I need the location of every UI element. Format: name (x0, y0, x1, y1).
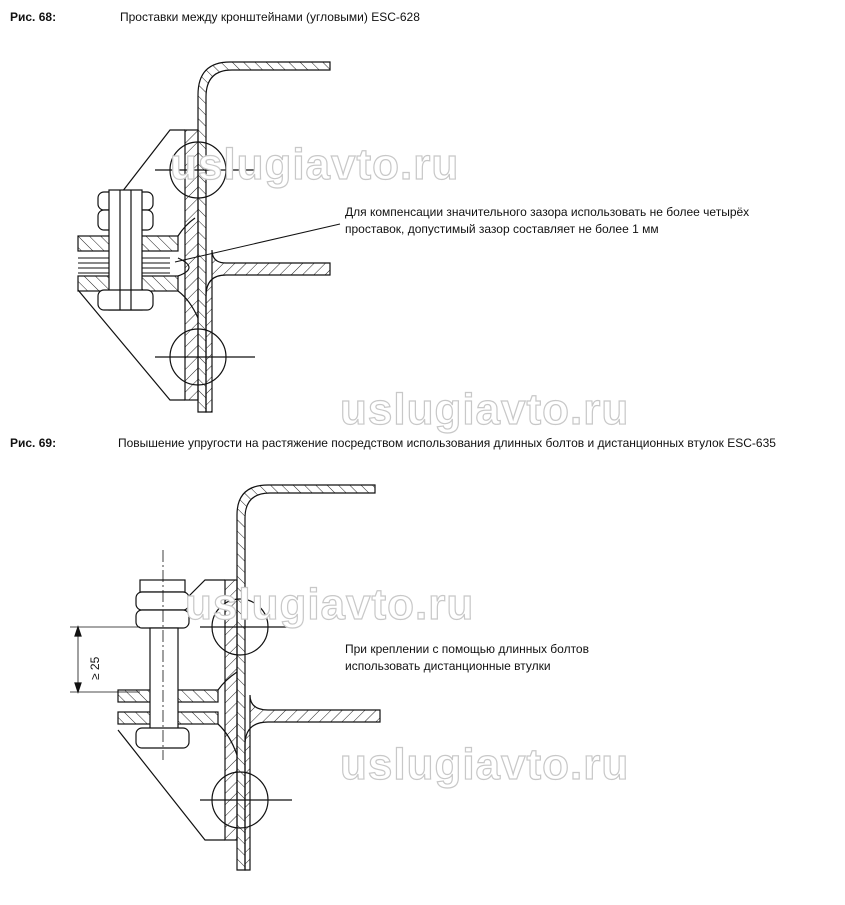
dimension-label: ≥ 25 (88, 656, 102, 680)
figure-68-number: Рис. 68: (10, 10, 57, 24)
figure-68-note: Для компенсации значительного зазора исп… (345, 204, 749, 238)
watermark: uslugiavto.ru (184, 579, 475, 629)
watermark: uslugiavto.ru (339, 384, 630, 434)
figure-69-drawing (70, 484, 381, 871)
note-line: При креплении с помощью длинных болтов (345, 642, 589, 656)
figure-68-drawing (77, 61, 341, 413)
figure-68-title: Проставки между кронштейнами (угловыми) … (120, 10, 420, 24)
watermark: uslugiavto.ru (339, 739, 630, 789)
note-line: Для компенсации значительного зазора исп… (345, 205, 750, 219)
note-line: использовать дистанционные втулки (345, 659, 551, 673)
figure-69-number: Рис. 69: (10, 436, 57, 450)
watermark: uslugiavto.ru (169, 139, 460, 189)
figure-69-note: При креплении с помощью длинных болтов и… (345, 641, 589, 675)
figure-69-title: Повышение упругости на растяжение посред… (118, 436, 776, 450)
note-line: проставок, допустимый зазор составляет н… (345, 222, 659, 236)
